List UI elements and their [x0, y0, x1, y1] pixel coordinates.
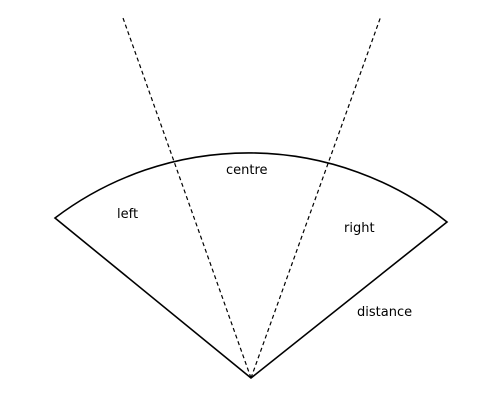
- left-dashed-divider: [122, 17, 252, 379]
- distance-label: distance: [357, 305, 412, 320]
- right-dashed-divider: [250, 15, 382, 379]
- right-region-label: right: [344, 221, 375, 236]
- centre-region-label: centre: [226, 163, 268, 178]
- sector-outline: [53, 152, 449, 380]
- left-region-label: left: [117, 207, 138, 222]
